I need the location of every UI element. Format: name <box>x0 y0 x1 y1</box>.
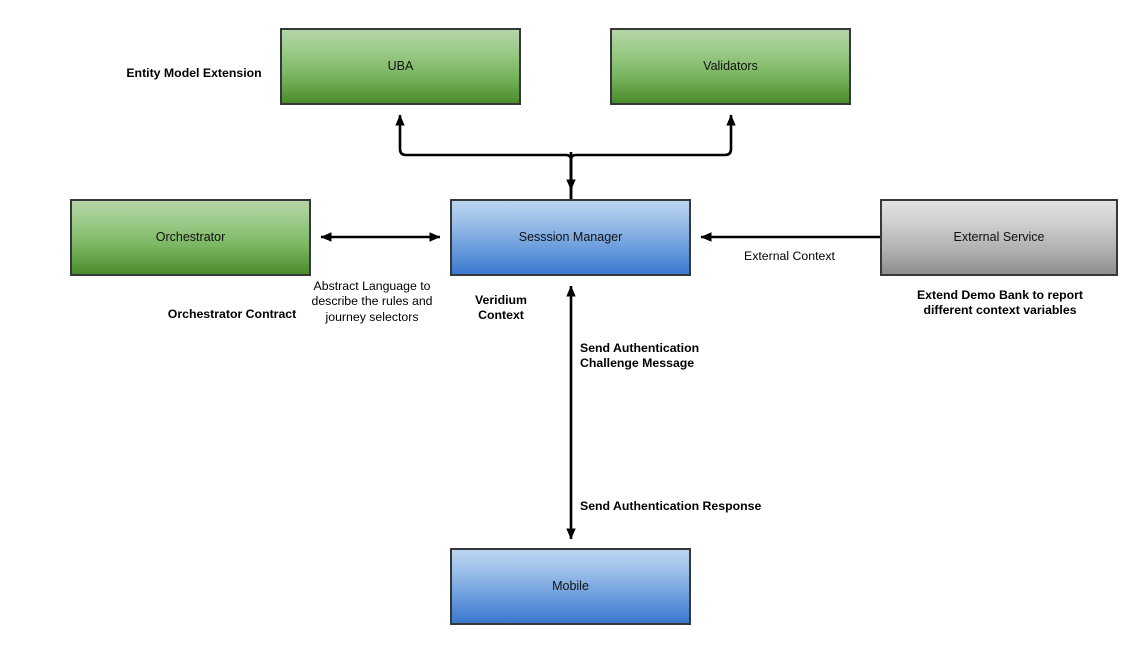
node-uba[interactable]: UBA <box>280 28 521 105</box>
annotation-abstract-language: Abstract Language to describe the rules … <box>311 279 433 324</box>
node-session-manager-label: Sesssion Manager <box>518 229 623 244</box>
node-session-manager[interactable]: Sesssion Manager <box>450 199 691 276</box>
edge-session-to-uba-validators <box>395 114 736 199</box>
annotation-extend-demo-bank: Extend Demo Bank to report different con… <box>916 288 1084 318</box>
node-mobile-label: Mobile <box>552 578 589 593</box>
edge-label-external-context: External Context <box>744 249 835 263</box>
node-external-service[interactable]: External Service <box>880 199 1118 276</box>
annotation-orchestrator-contract: Orchestrator Contract <box>167 307 297 321</box>
annotation-entity-model-extension: Entity Model Extension <box>126 66 262 80</box>
node-uba-label: UBA <box>387 58 414 73</box>
node-external-service-label: External Service <box>953 229 1045 244</box>
node-orchestrator[interactable]: Orchestrator <box>70 199 311 276</box>
node-orchestrator-label: Orchestrator <box>155 229 226 244</box>
edge-label-send-auth-challenge: Send Authentication Challenge Message <box>580 341 700 371</box>
node-validators[interactable]: Validators <box>610 28 851 105</box>
node-validators-label: Validators <box>703 58 758 73</box>
node-mobile[interactable]: Mobile <box>450 548 691 625</box>
edge-label-send-auth-response: Send Authentication Response <box>580 499 762 513</box>
annotation-veridium-context: Veridium Context <box>475 293 527 323</box>
